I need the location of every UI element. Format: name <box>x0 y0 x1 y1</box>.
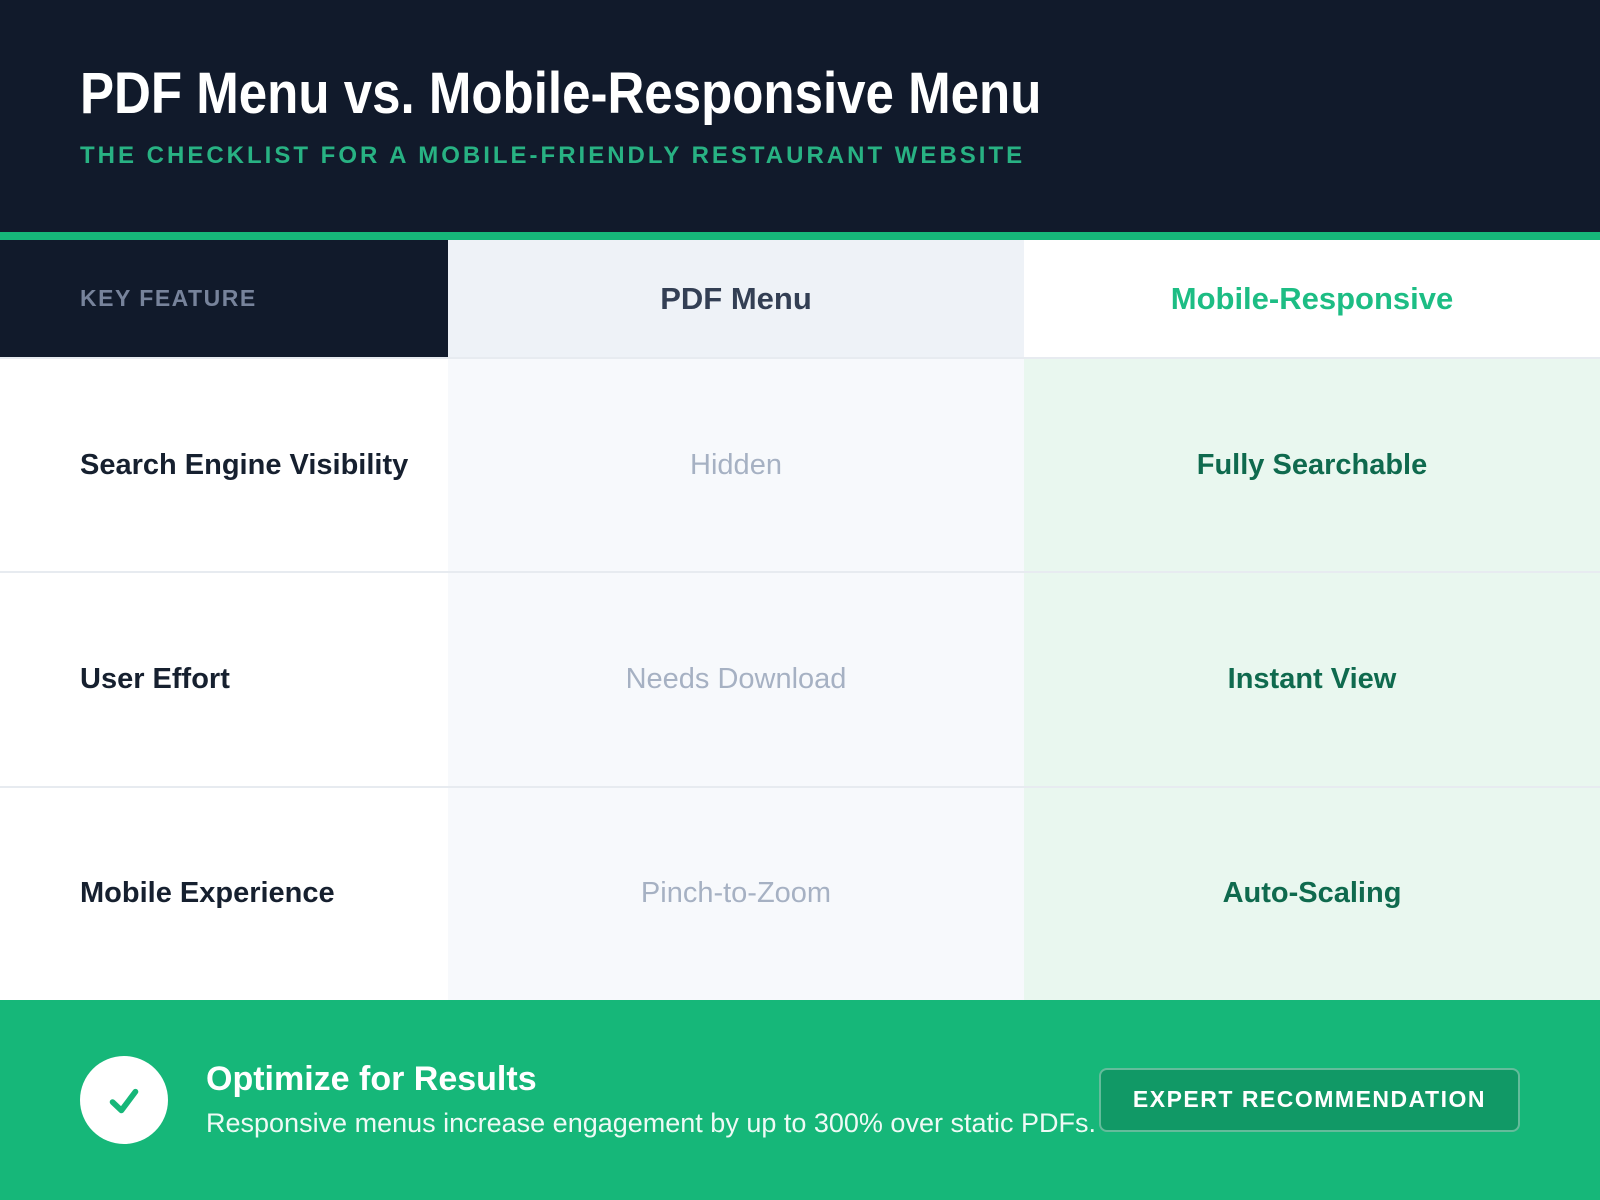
row-mobile-value: Instant View <box>1024 573 1600 786</box>
table-header-row: KEY FEATURE PDF Menu Mobile-Responsive <box>0 240 1600 357</box>
row-pdf-value: Pinch-to-Zoom <box>448 787 1024 1000</box>
recommendation-banner: Optimize for Results Responsive menus in… <box>0 999 1600 1200</box>
banner-title: Optimize for Results <box>206 1059 537 1098</box>
page-header: PDF Menu vs. Mobile-Responsive Menu THE … <box>0 0 1600 232</box>
row-feature-label: User Effort <box>0 573 448 786</box>
column-header-key-feature: KEY FEATURE <box>0 240 448 357</box>
row-mobile-value: Auto-Scaling <box>1024 787 1600 1000</box>
banner-text-block: Optimize for Results Responsive menus in… <box>206 1059 1096 1142</box>
column-header-pdf-menu: PDF Menu <box>448 240 1024 357</box>
page-title: PDF Menu vs. Mobile-Responsive Menu <box>80 61 1042 127</box>
accent-divider <box>0 232 1600 240</box>
column-header-mobile-responsive: Mobile-Responsive <box>1024 240 1600 357</box>
row-pdf-value: Needs Download <box>448 573 1024 786</box>
check-circle <box>80 1055 168 1144</box>
row-mobile-value: Fully Searchable <box>1024 359 1600 572</box>
page-subtitle: THE CHECKLIST FOR A MOBILE-FRIENDLY REST… <box>80 141 1026 169</box>
check-icon <box>109 1088 139 1114</box>
expert-recommendation-button[interactable]: EXPERT RECOMMENDATION <box>1098 1067 1520 1132</box>
row-feature-label: Search Engine Visibility <box>0 359 448 572</box>
banner-subtitle: Responsive menus increase engagement by … <box>206 1108 1096 1139</box>
table-row: User Effort Needs Download Instant View <box>0 571 1600 786</box>
row-feature-label: Mobile Experience <box>0 787 448 1000</box>
row-pdf-value: Hidden <box>448 359 1024 572</box>
table-row: Mobile Experience Pinch-to-Zoom Auto-Sca… <box>0 785 1600 1000</box>
table-row: Search Engine Visibility Hidden Fully Se… <box>0 357 1600 572</box>
